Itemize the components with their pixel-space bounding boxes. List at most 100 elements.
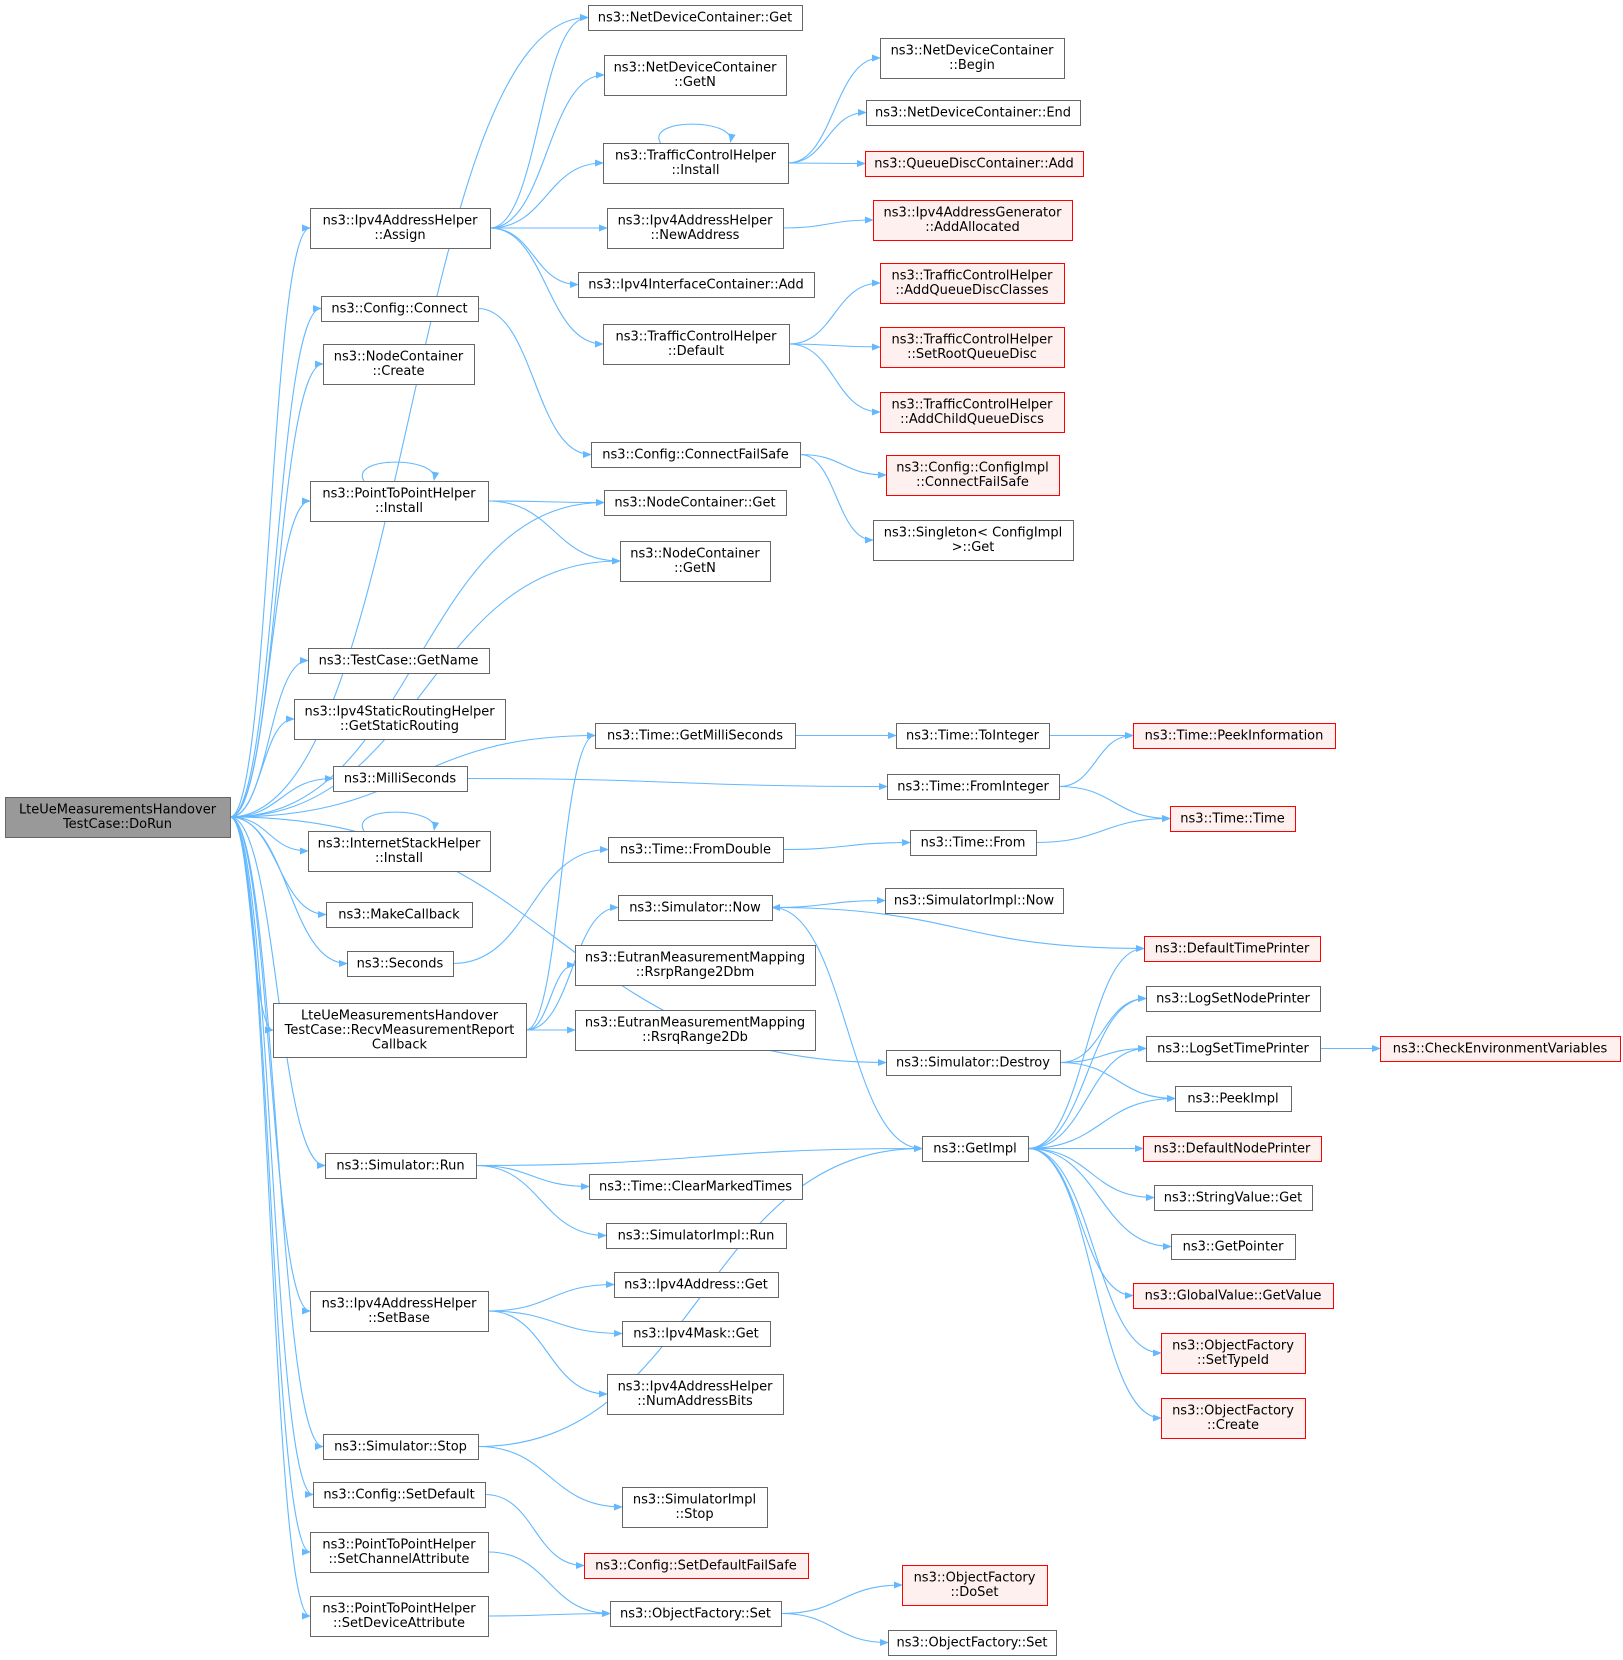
node-label: ns3::LogSetTimePrinter bbox=[1157, 1041, 1309, 1056]
node-simimpl-stop[interactable]: ns3::SimulatorImpl::Stop bbox=[622, 1487, 768, 1528]
node-nc-getn[interactable]: ns3::NodeContainer::GetN bbox=[620, 541, 771, 582]
node-sim-destroy[interactable]: ns3::Simulator::Destroy bbox=[886, 1050, 1061, 1076]
node-time-fromint[interactable]: ns3::Time::FromInteger bbox=[887, 774, 1060, 800]
node-ipv4ic-add[interactable]: ns3::Ipv4InterfaceContainer::Add bbox=[578, 272, 815, 298]
node-label: ns3::SimulatorImpl::Run bbox=[618, 1228, 775, 1243]
node-ipv4ah-newaddr[interactable]: ns3::Ipv4AddressHelper::NewAddress bbox=[607, 208, 784, 249]
node-log-stp[interactable]: ns3::LogSetTimePrinter bbox=[1146, 1036, 1321, 1062]
node-ndc-begin[interactable]: ns3::NetDeviceContainer::Begin bbox=[880, 38, 1065, 79]
node-tch-default[interactable]: ns3::TrafficControlHelper::Default bbox=[603, 324, 790, 365]
node-box bbox=[1133, 1283, 1334, 1309]
node-label: ns3::Ipv4AddressHelper bbox=[322, 1297, 478, 1312]
node-tch-addchild[interactable]: ns3::TrafficControlHelper::AddChildQueue… bbox=[880, 392, 1065, 433]
node-sim-now[interactable]: ns3::Simulator::Now bbox=[618, 895, 773, 921]
node-label: ns3::GlobalValue::GetValue bbox=[1145, 1288, 1322, 1303]
node-configimpl-cfs[interactable]: ns3::Config::ConfigImpl::ConnectFailSafe bbox=[886, 455, 1060, 496]
edge-root-to-sim-stop bbox=[229, 816, 324, 1450]
node-of-set1[interactable]: ns3::ObjectFactory::Set bbox=[610, 1601, 782, 1627]
edge-tch-default-to-tch-addchild bbox=[788, 343, 881, 416]
node-label: ::NumAddressBits bbox=[637, 1394, 753, 1409]
node-time-from[interactable]: ns3::Time::From bbox=[910, 830, 1037, 856]
node-ndc-end[interactable]: ns3::NetDeviceContainer::End bbox=[866, 100, 1081, 126]
node-of-doset[interactable]: ns3::ObjectFactory::DoSet bbox=[902, 1565, 1048, 1606]
node-label: ns3::DefaultTimePrinter bbox=[1155, 941, 1310, 956]
node-label: ::SetTypeId bbox=[1197, 1353, 1269, 1368]
node-log-snp[interactable]: ns3::LogSetNodePrinter bbox=[1146, 986, 1321, 1012]
node-box bbox=[347, 951, 454, 977]
node-p2p-setdev[interactable]: ns3::PointToPointHelper::SetDeviceAttrib… bbox=[310, 1596, 489, 1637]
node-tch-install[interactable]: ns3::TrafficControlHelper::Install bbox=[603, 143, 789, 184]
node-simimpl-now[interactable]: ns3::SimulatorImpl::Now bbox=[885, 888, 1064, 914]
node-time-toint[interactable]: ns3::Time::ToInteger bbox=[896, 723, 1050, 749]
node-box bbox=[310, 1532, 489, 1573]
node-label: ns3::Config::Connect bbox=[331, 301, 467, 316]
node-of-settypeid[interactable]: ns3::ObjectFactory::SetTypeId bbox=[1161, 1333, 1306, 1374]
node-nc-get[interactable]: ns3::NodeContainer::Get bbox=[604, 490, 787, 516]
node-p2p-setchan[interactable]: ns3::PointToPointHelper::SetChannelAttri… bbox=[310, 1532, 489, 1573]
node-ndc-getn[interactable]: ns3::NetDeviceContainer::GetN bbox=[604, 55, 787, 96]
node-config-cfs[interactable]: ns3::Config::ConnectFailSafe bbox=[591, 442, 801, 468]
node-label: ns3::Time::PeekInformation bbox=[1145, 728, 1324, 743]
node-ipv4srh-gsr[interactable]: ns3::Ipv4StaticRoutingHelper::GetStaticR… bbox=[294, 699, 506, 740]
node-emm-rsrp[interactable]: ns3::EutranMeasurementMapping::RsrpRange… bbox=[575, 945, 816, 986]
node-p2p-install[interactable]: ns3::PointToPointHelper::Install bbox=[310, 481, 489, 522]
node-label: ns3::TrafficControlHelper bbox=[891, 398, 1053, 413]
node-label: ns3::TrafficControlHelper bbox=[615, 330, 777, 345]
node-of-create[interactable]: ns3::ObjectFactory::Create bbox=[1161, 1398, 1306, 1439]
node-tc-getname[interactable]: ns3::TestCase::GetName bbox=[308, 648, 490, 674]
node-getimpl[interactable]: ns3::GetImpl bbox=[922, 1136, 1029, 1162]
node-time-peek[interactable]: ns3::Time::PeekInformation bbox=[1133, 723, 1336, 749]
node-qdc-add[interactable]: ns3::QueueDiscContainer::Add bbox=[865, 151, 1084, 177]
node-label: ns3::NetDeviceContainer bbox=[614, 61, 778, 76]
node-config-sdfs[interactable]: ns3::Config::SetDefaultFailSafe bbox=[584, 1553, 809, 1579]
node-ipv4ah-assign[interactable]: ns3::Ipv4AddressHelper::Assign bbox=[310, 208, 491, 249]
node-makecallback[interactable]: ns3::MakeCallback bbox=[326, 902, 473, 928]
edge-p2p-setchan-to-of-set1 bbox=[487, 1551, 611, 1618]
node-check-env[interactable]: ns3::CheckEnvironmentVariables bbox=[1380, 1036, 1621, 1062]
node-box bbox=[622, 1487, 768, 1528]
node-ipv4mask-get[interactable]: ns3::Ipv4Mask::Get bbox=[622, 1321, 771, 1347]
node-label: ns3::Time::From bbox=[921, 835, 1026, 850]
node-ipv4ah-setbase[interactable]: ns3::Ipv4AddressHelper::SetBase bbox=[310, 1291, 489, 1332]
node-time-cmt[interactable]: ns3::Time::ClearMarkedTimes bbox=[589, 1174, 803, 1200]
node-of-set2[interactable]: ns3::ObjectFactory::Set bbox=[888, 1630, 1057, 1656]
node-config-setdefault[interactable]: ns3::Config::SetDefault bbox=[313, 1482, 486, 1508]
node-sim-run[interactable]: ns3::Simulator::Run bbox=[325, 1153, 477, 1179]
node-sim-stop[interactable]: ns3::Simulator::Stop bbox=[323, 1434, 479, 1460]
node-tch-setroot[interactable]: ns3::TrafficControlHelper::SetRootQueueD… bbox=[880, 327, 1065, 368]
node-peekimpl[interactable]: ns3::PeekImpl bbox=[1175, 1086, 1292, 1112]
node-getpointer[interactable]: ns3::GetPointer bbox=[1171, 1234, 1296, 1260]
edge-tch-install-to-ndc-end bbox=[787, 108, 867, 164]
node-ipv4ag-addalloc[interactable]: ns3::Ipv4AddressGenerator::AddAllocated bbox=[873, 200, 1073, 241]
node-recv-cb[interactable]: LteUeMeasurementsHandoverTestCase::RecvM… bbox=[273, 1003, 527, 1058]
node-config-connect[interactable]: ns3::Config::Connect bbox=[321, 296, 479, 322]
node-time-getms[interactable]: ns3::Time::GetMilliSeconds bbox=[595, 723, 796, 749]
node-emm-rsrq[interactable]: ns3::EutranMeasurementMapping::RsrqRange… bbox=[575, 1010, 816, 1051]
node-default-tp[interactable]: ns3::DefaultTimePrinter bbox=[1144, 936, 1321, 962]
edge-of-set1-to-of-set2 bbox=[780, 1612, 889, 1647]
node-label: ns3::NodeContainer::Get bbox=[614, 495, 775, 510]
node-gv-getvalue[interactable]: ns3::GlobalValue::GetValue bbox=[1133, 1283, 1334, 1309]
node-simimpl-run[interactable]: ns3::SimulatorImpl::Run bbox=[606, 1223, 787, 1249]
node-millis[interactable]: ns3::MilliSeconds bbox=[333, 766, 468, 792]
node-ipv4addr-get[interactable]: ns3::Ipv4Address::Get bbox=[614, 1272, 779, 1298]
edge-of-set1-to-of-doset bbox=[780, 1581, 903, 1615]
node-default-np[interactable]: ns3::DefaultNodePrinter bbox=[1143, 1136, 1322, 1162]
edge-getimpl-to-gv-getvalue bbox=[1027, 1147, 1134, 1300]
node-box bbox=[910, 830, 1037, 856]
node-sv-get[interactable]: ns3::StringValue::Get bbox=[1154, 1185, 1313, 1211]
node-time-time[interactable]: ns3::Time::Time bbox=[1170, 806, 1296, 832]
edge-root-to-nc-getn bbox=[229, 557, 621, 818]
node-singleton-get[interactable]: ns3::Singleton< ConfigImpl>::Get bbox=[873, 520, 1074, 561]
node-time-fromdouble[interactable]: ns3::Time::FromDouble bbox=[608, 837, 784, 863]
node-seconds[interactable]: ns3::Seconds bbox=[347, 951, 454, 977]
node-ipv4ah-nab[interactable]: ns3::Ipv4AddressHelper::NumAddressBits bbox=[607, 1374, 784, 1415]
node-ish-install[interactable]: ns3::InternetStackHelper::Install bbox=[308, 831, 491, 872]
node-ndc-get[interactable]: ns3::NetDeviceContainer::Get bbox=[588, 5, 803, 31]
node-tch-addqdclasses[interactable]: ns3::TrafficControlHelper::AddQueueDiscC… bbox=[880, 263, 1065, 304]
node-box bbox=[880, 38, 1065, 79]
node-nc-create[interactable]: ns3::NodeContainer::Create bbox=[323, 344, 475, 385]
node-label: ::AddAllocated bbox=[925, 220, 1019, 235]
